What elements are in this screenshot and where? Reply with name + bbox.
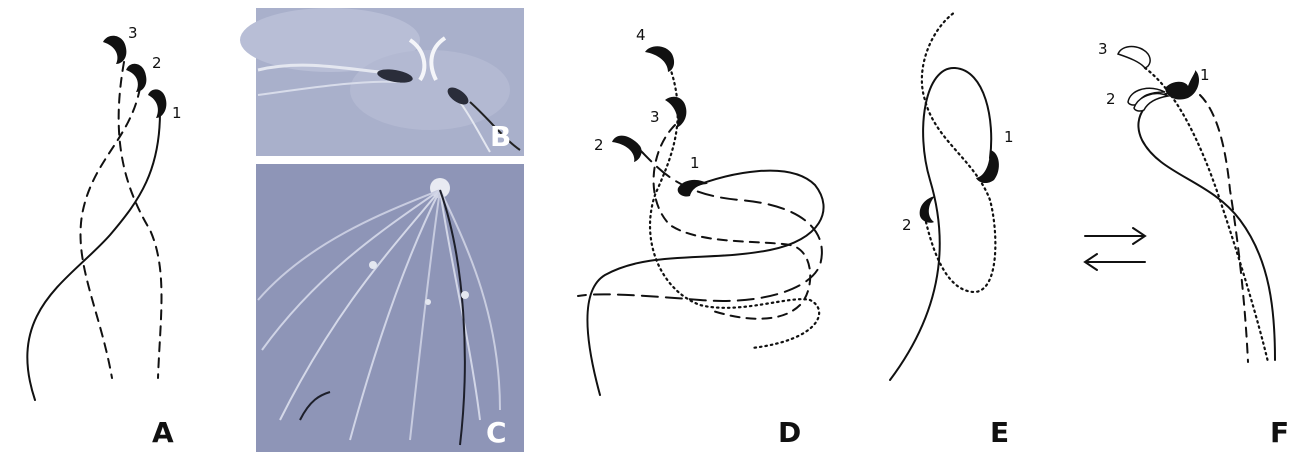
panel-c-label: C [486,416,507,449]
panel-f-flagellum-2 [1200,95,1248,362]
panel-d: 1 2 3 4 D [578,26,824,449]
panel-a-position-label-2: 2 [152,54,162,72]
panel-a-head-2 [126,64,146,92]
panel-e: 1 2 E [890,12,1014,449]
panel-b-label: B [490,120,511,153]
panel-d-position-label-3: 3 [650,108,660,126]
panel-e-head-2 [920,196,935,223]
panel-a: 1 2 3 A [27,24,181,449]
arrow-left-icon [1085,254,1145,270]
panel-f-position-label-2: 2 [1106,90,1116,108]
panel-a-label: A [152,416,174,449]
panel-a-head-3 [103,36,126,64]
panel-a-position-label-1: 1 [172,104,182,122]
panel-c-debris [461,291,469,299]
panel-f-head-1 [1165,70,1199,100]
panel-d-position-label-2: 2 [594,136,604,154]
panel-e-position-label-1: 1 [1004,128,1014,146]
arrow-right-icon [1085,228,1145,244]
panel-f-flagellum-1 [1138,92,1275,360]
panel-d-head-4 [645,46,674,72]
panel-b: B [240,8,524,156]
panel-a-position-label-3: 3 [128,24,138,42]
panel-d-head-3 [665,97,686,128]
panel-c: C [256,164,524,452]
panel-f-head-3 [1118,47,1150,69]
panel-f-label: F [1270,416,1289,449]
panel-e-flagellum-2 [922,12,996,292]
panel-e-label: E [990,416,1009,449]
panel-e-head-1 [976,150,999,183]
panel-d-flagellum-3 [654,125,811,319]
panel-a-flagellum-3 [119,62,162,378]
panel-e-position-label-2: 2 [902,216,912,234]
panel-d-head-2 [612,136,642,162]
panel-d-label: D [778,416,801,449]
panel-a-head-1 [148,89,166,118]
panel-f-flagellum-3 [1145,68,1268,362]
panel-a-flagellum-1 [27,112,160,400]
panel-c-debris [425,299,431,305]
panel-d-position-label-4: 4 [636,26,646,44]
panel-d-flagellum-1 [588,171,824,395]
panel-d-position-label-1: 1 [690,154,700,172]
direction-arrows [1085,228,1145,270]
panel-f-position-label-1: 1 [1200,66,1210,84]
panel-f-position-label-3: 3 [1098,40,1108,58]
panel-c-debris [369,261,377,269]
panel-f: 1 2 3 F [1098,40,1289,449]
panel-a-flagellum-2 [80,88,140,378]
